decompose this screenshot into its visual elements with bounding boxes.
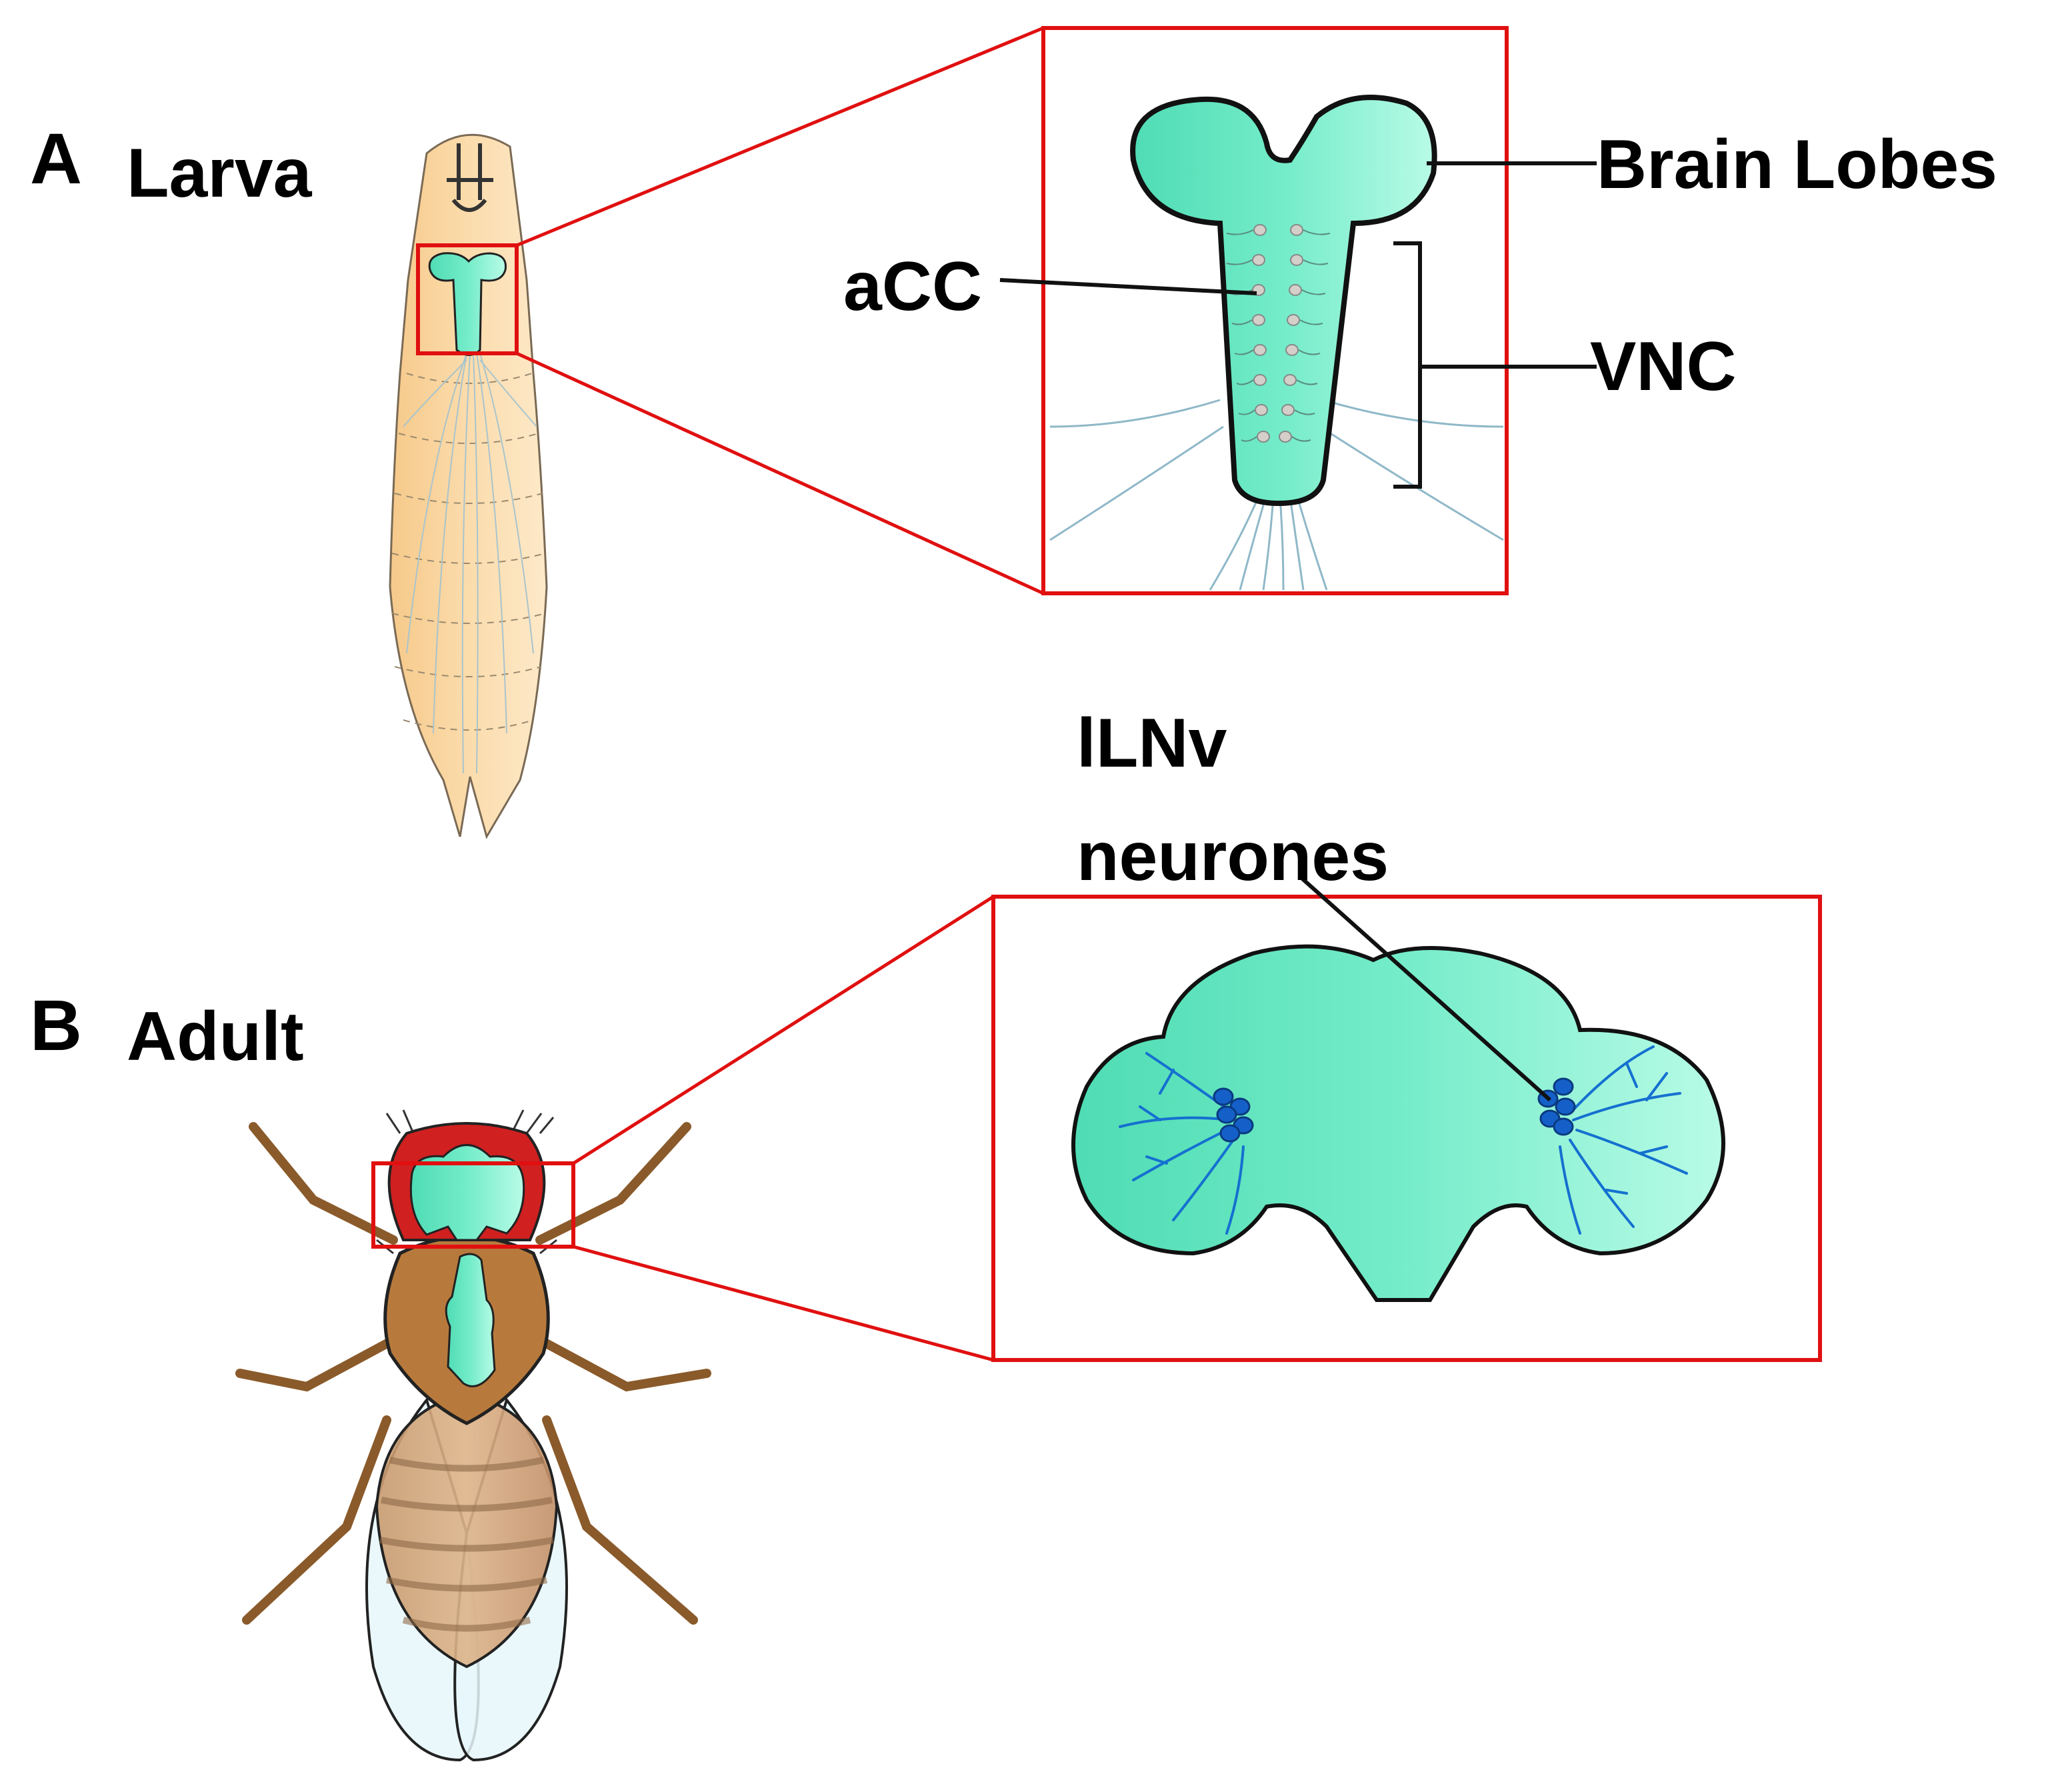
adult-brain-zoom xyxy=(991,895,1822,1362)
adult-brain-mini xyxy=(409,1144,525,1241)
adult-fly-illustration xyxy=(235,1109,711,1762)
larva-illustration xyxy=(389,133,548,839)
panel-a-letter: A xyxy=(30,118,82,199)
llnv-leader xyxy=(1299,875,1551,1102)
panel-a: A Larva xyxy=(30,26,1997,839)
vnc-label: VNC xyxy=(1590,328,1737,405)
panel-b-letter: B xyxy=(30,985,82,1065)
panel-b-stage-label: Adult xyxy=(127,998,304,1075)
acc-label: aCC xyxy=(843,248,982,325)
adult-zoom-lines xyxy=(572,895,995,1362)
larva-highlight-box xyxy=(416,243,519,355)
llnv-label-line2: neurones xyxy=(1077,818,1389,895)
brain-lobes-label: Brain Lobes xyxy=(1597,126,1997,203)
larva-cns-mini xyxy=(428,252,507,356)
brain-lobes-and-vnc xyxy=(1130,95,1437,507)
acc-leader xyxy=(999,278,1257,295)
panel-a-stage-label: Larva xyxy=(127,135,313,212)
llnv-label-line1: lLNv xyxy=(1077,705,1227,782)
larva-body xyxy=(389,133,548,839)
abdomen xyxy=(375,1391,559,1669)
panel-b: B Adult xyxy=(30,705,1822,1762)
adult-highlight-box xyxy=(371,1161,575,1249)
adult-vnc xyxy=(445,1253,496,1387)
larva-zoom-lines xyxy=(515,26,1045,595)
larva-cns-zoom xyxy=(1041,26,1509,595)
